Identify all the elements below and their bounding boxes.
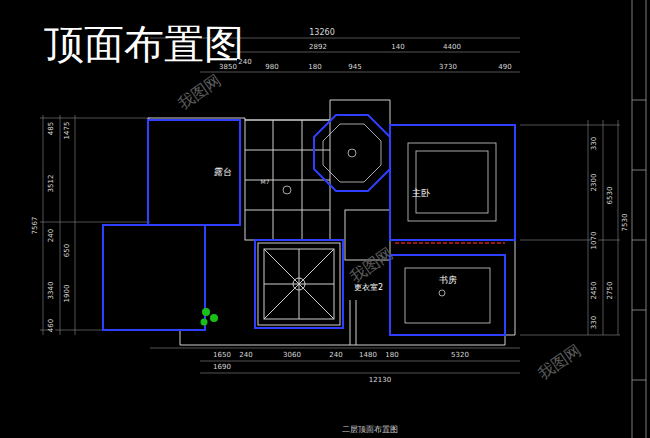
dimension: 1900 bbox=[64, 283, 71, 303]
dimension: 1475 bbox=[64, 120, 71, 140]
dimension: 2750 bbox=[607, 280, 614, 300]
dimension: 3340 bbox=[48, 280, 55, 300]
dimension: 13260 bbox=[308, 29, 335, 37]
dimension: 3850 bbox=[218, 64, 238, 71]
door-tag: M7 bbox=[261, 179, 270, 185]
dimension: 2450 bbox=[591, 280, 598, 300]
dimension: 7530 bbox=[622, 212, 629, 232]
watermark: 我图网 bbox=[176, 72, 224, 113]
dimension: 240 bbox=[49, 227, 56, 242]
dimension: 490 bbox=[497, 64, 512, 71]
room-name: 露台 bbox=[214, 168, 232, 177]
dimension: 1690 bbox=[212, 364, 232, 371]
room-name: 书房 bbox=[439, 276, 457, 285]
dimension: 240 bbox=[328, 352, 343, 359]
dimension: 980 bbox=[264, 64, 279, 71]
room-region: 主卧 bbox=[390, 125, 515, 240]
dimension: 485 bbox=[49, 120, 56, 135]
dimension: 12130 bbox=[368, 377, 392, 384]
dimension: 460 bbox=[49, 317, 56, 332]
dimension: 7567 bbox=[32, 215, 39, 235]
dimension: 1070 bbox=[591, 230, 598, 250]
dimension: 180 bbox=[384, 352, 399, 359]
dimension: 1480 bbox=[358, 352, 378, 359]
dimension: 240 bbox=[238, 352, 253, 359]
dimension: 2300 bbox=[591, 172, 598, 192]
dimension: 240 bbox=[237, 59, 252, 66]
watermark: 我图网 bbox=[348, 245, 396, 286]
dimension: 140 bbox=[390, 44, 405, 51]
dimension: 945 bbox=[347, 64, 362, 71]
dimension: 3060 bbox=[282, 352, 302, 359]
room-region: 书房 bbox=[390, 255, 505, 335]
watermark: 我图网 bbox=[536, 342, 584, 383]
dimension: 3512 bbox=[48, 173, 55, 193]
dimension: 2892 bbox=[308, 44, 328, 51]
plan-caption: 二层顶面布置图 bbox=[342, 426, 398, 434]
room-region: 露台 bbox=[148, 120, 240, 225]
room-name: 更衣室2 bbox=[354, 284, 383, 292]
dimension: 3730 bbox=[438, 64, 458, 71]
dimension: 180 bbox=[307, 64, 322, 71]
dimension: 6530 bbox=[607, 185, 614, 205]
dimension: 650 bbox=[65, 242, 72, 257]
plan-title: 顶面布置图 bbox=[44, 24, 244, 64]
dimension: 5320 bbox=[450, 352, 470, 359]
dimension: 330 bbox=[592, 314, 599, 329]
dimension: 330 bbox=[592, 135, 599, 150]
dimension: 1650 bbox=[212, 352, 232, 359]
room-name: 主卧 bbox=[412, 189, 430, 198]
dimension: 4400 bbox=[442, 44, 462, 51]
